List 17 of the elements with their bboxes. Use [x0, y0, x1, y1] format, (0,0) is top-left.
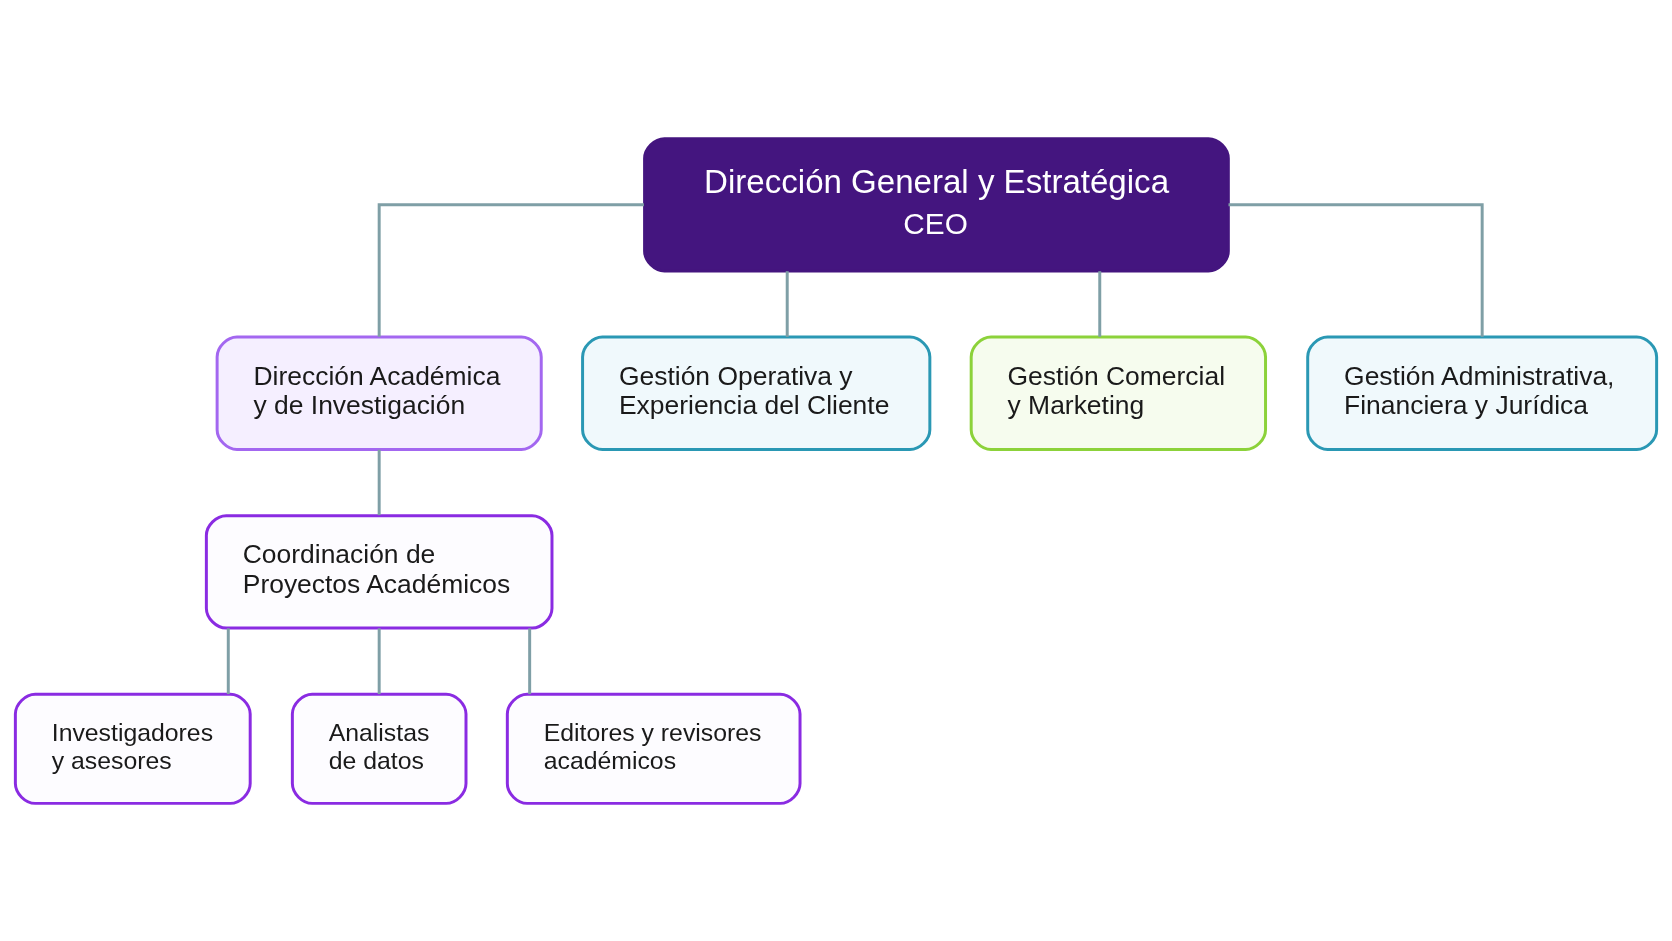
connector — [1098, 270, 1102, 337]
node-box: Coordinación de Proyectos Académicos — [204, 513, 554, 630]
connector — [226, 627, 230, 694]
node-box: Editores y revisores académicos — [505, 692, 802, 805]
node-box: Investigadores y asesores — [13, 692, 252, 805]
node-box: Analistas de datos — [290, 692, 468, 805]
connector — [377, 627, 381, 694]
node-box: Dirección General y Estratégica CEO — [643, 136, 1230, 272]
node-box: Gestión Comercial y Marketing — [969, 335, 1268, 451]
connector — [1228, 202, 1484, 337]
connector — [377, 202, 644, 337]
connector — [377, 449, 381, 515]
node-box: Gestión Administrativa, Financiera y Jurídica — [1306, 335, 1659, 451]
connector — [785, 270, 789, 337]
node-box: Gestión Operativa y Experiencia del Cliente — [581, 335, 932, 451]
connector — [528, 627, 532, 694]
node-box: Dirección Académica y de Investigación — [215, 335, 543, 451]
